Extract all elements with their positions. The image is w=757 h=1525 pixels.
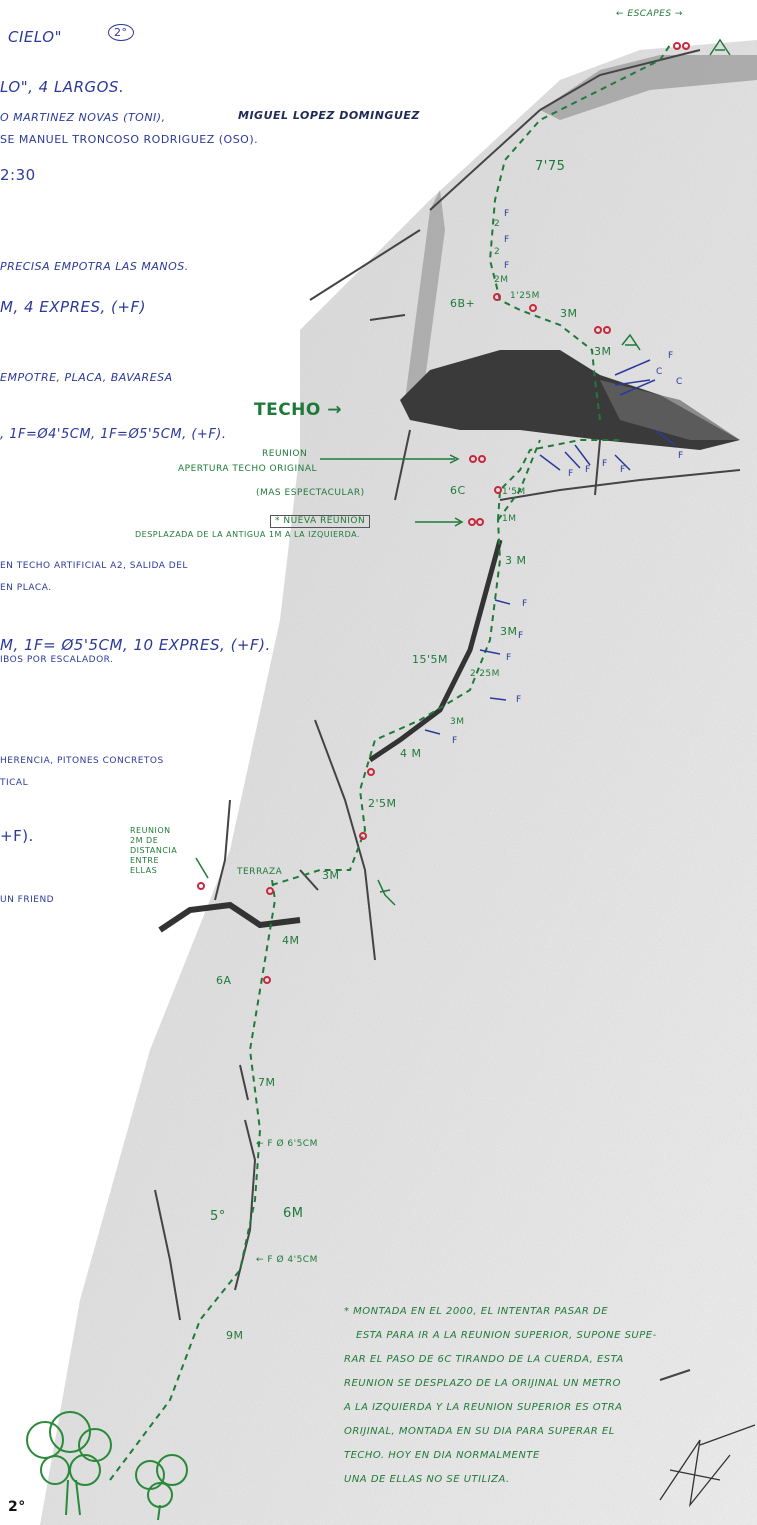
pitch4-gear: m, 4 EXPRES, (+F) (0, 300, 146, 315)
pitch3-gear: , 1F=Ø4'5cm, 1F=Ø5'5cm, (+F). (0, 428, 227, 441)
route-length-line: LO", 4 LARGOS. (0, 80, 124, 95)
corner-pitch-badge: 2° (8, 1500, 26, 1514)
footnote-line: ORIJINAL, MONTADA EN SU DIA PARA SUPERAR… (344, 1420, 657, 1444)
footnote-line: TECHO. HOY EN DIA NORMALMENTE (344, 1444, 657, 1468)
route-title-fragment: CIELO" (8, 30, 62, 45)
grade-label: 7'75 (535, 160, 565, 173)
pitch3-description: EMPOTRE, PLACA, BAVARESA (0, 372, 173, 383)
pitch4-description: PRECISA EMPOTRA LAS MANOS. (0, 261, 189, 272)
cam-marker: C (676, 378, 683, 387)
footnote-line: * MONTADA EN EL 2000, EL INTENTAR PASAR … (344, 1300, 657, 1324)
distance-label: 1'5m (502, 488, 526, 497)
friend-marker: F (602, 460, 608, 469)
footnote-line: RAR EL PASO DE 6C TIRANDO DE LA CUERDA, … (344, 1348, 657, 1372)
distance-label: 2m (494, 276, 509, 285)
grade-label: 6B+ (450, 298, 475, 309)
cam-marker: C (656, 368, 663, 377)
friend-marker: F (452, 737, 458, 746)
pitch1-gear: +F). (0, 829, 34, 844)
authors-line-2: SE MANUEL TRONCOSO RODRIGUEZ (OSO). (0, 134, 258, 145)
terraza-label: TERRAZA (237, 868, 282, 877)
distance-label: 3m (560, 308, 578, 319)
footnote-line: ESTA PARA IR A LA REUNION SUPERIOR, SUPO… (356, 1324, 657, 1348)
reunion-label: REUNION (262, 450, 307, 459)
distance-label: 6m (283, 1207, 304, 1220)
distance-label: 15'5m (412, 654, 448, 665)
reunion-distance-line: REUNION (130, 826, 177, 836)
friend-size-label: ← F Ø 4'5cm (256, 1256, 318, 1265)
nueva-reunion-label: * NUEVA REUNION (270, 515, 370, 528)
pitch2-gear: m, 1F= Ø5'5cm, 10 EXPRES, (+F). (0, 638, 271, 653)
friend-marker: F (516, 696, 522, 705)
distance-label: 3m (450, 718, 465, 727)
distance-label: 3m (322, 870, 340, 881)
footnote-line: REUNION SE DESPLAZO DE LA ORIJINAL UN ME… (344, 1372, 657, 1396)
grade-label: 6C (450, 485, 466, 496)
pitch2-description-2: EN PLACA. (0, 584, 52, 593)
distance-label: 3m (594, 346, 612, 357)
friend-marker: F (518, 632, 524, 641)
distance-label: 4 m (400, 748, 422, 759)
grade-label: 6A (216, 975, 232, 986)
friend-marker: F (504, 236, 510, 245)
distance-label: 2 (494, 220, 500, 229)
distance-label: 2'5m (368, 798, 397, 809)
friend-marker: F (522, 600, 528, 609)
distance-label: 2'25m (470, 670, 500, 679)
distance-label: 7m (258, 1077, 276, 1088)
reunion-distance-line: 2M DE (130, 836, 177, 846)
approach-time: 2:30 (0, 168, 36, 183)
grade-label: 5° (210, 1210, 226, 1223)
distance-label: 1'25m (510, 292, 540, 301)
distance-label: 3m (500, 626, 518, 637)
distance-label: 3 m (505, 555, 527, 566)
pitch1-description-2: TICAL (0, 779, 28, 788)
pitch1-note: UN FRIEND (0, 896, 54, 905)
friend-marker: F (506, 654, 512, 663)
friend-marker: F (568, 470, 574, 479)
pitch-badge: 2° (108, 24, 134, 41)
reunion-distance-line: ENTRE (130, 856, 177, 866)
friend-marker: F (678, 452, 684, 461)
reunion-distance-line: ELLAS (130, 866, 177, 876)
friend-size-label: ← F Ø 6'5cm (256, 1140, 318, 1149)
apertura-line-1: APERTURA TECHO ORIGINAL (178, 465, 317, 474)
distance-label: 4m (282, 935, 300, 946)
desplazada-note: DESPLAZADA DE LA ANTIGUA 1m A LA IZQUIER… (135, 531, 360, 539)
techo-label: TECHO → (254, 402, 342, 419)
friend-marker: F (585, 466, 591, 475)
pitch1-description-1: HERENCIA, PITONES CONCRETOS (0, 757, 164, 766)
footnote-line: UNA DE ELLAS NO SE UTILIZA. (344, 1468, 657, 1492)
friend-marker: F (620, 466, 626, 475)
apertura-line-2: (MAS ESPECTACULAR) (256, 489, 365, 498)
distance-label: 2 (494, 248, 500, 257)
pitch2-note: IBOS POR ESCALADOR. (0, 656, 113, 665)
escapes-label: ← ESCAPES → (616, 10, 683, 19)
distance-label: 9m (226, 1330, 244, 1341)
pitch2-description-1: EN TECHO ARTIFICIAL A2, SALIDA DEL (0, 562, 188, 571)
friend-marker: F (504, 210, 510, 219)
reunion-distance-line: DISTANCIA (130, 846, 177, 856)
friend-marker: F (668, 352, 674, 361)
footnote-block: * MONTADA EN EL 2000, EL INTENTAR PASAR … (344, 1300, 657, 1492)
authors-line-1: O MARTINEZ NOVAS (TONI), (0, 112, 166, 123)
distance-label: 1m (502, 515, 517, 524)
footnote-line: A LA IZQUIERDA Y LA REUNION SUPERIOR ES … (344, 1396, 657, 1420)
authors-line-1b: MIGUEL LOPEZ DOMINGUEZ (238, 110, 420, 121)
friend-marker: F (504, 262, 510, 271)
reunion-distance-note: REUNION 2M DE DISTANCIA ENTRE ELLAS (130, 826, 177, 876)
